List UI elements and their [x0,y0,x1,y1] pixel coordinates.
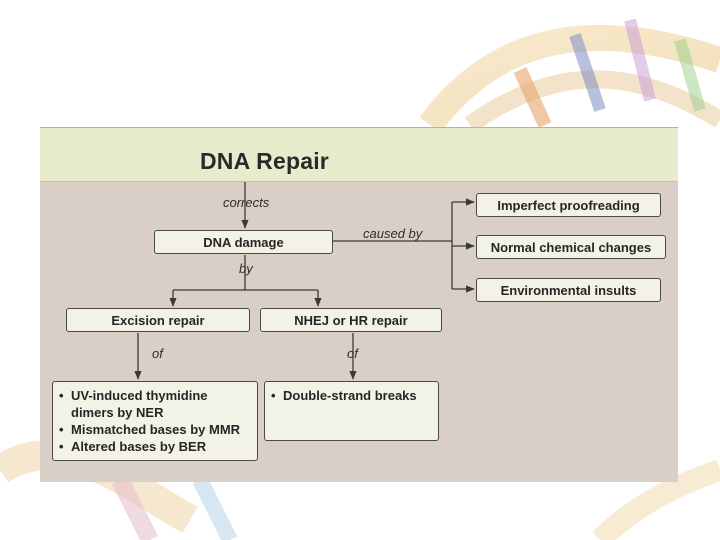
list-item: Double-strand breaks [271,387,434,404]
node-normal-chemical-changes: Normal chemical changes [476,235,666,259]
diagram-panel: DNA Repair corrects caused [40,127,678,482]
node-excision-repair: Excision repair [66,308,250,332]
node-excision-targets: UV-induced thymidine dimers by NER Misma… [52,381,258,461]
connector-lines [134,182,475,380]
node-imperfect-proofreading: Imperfect proofreading [476,193,661,217]
node-nhej-hr-repair: NHEJ or HR repair [260,308,442,332]
edge-label-corrects: corrects [223,195,270,210]
title-band [40,128,678,182]
edge-label-caused-by: caused by [363,226,423,241]
list-item: Altered bases by BER [59,438,253,455]
node-environmental-insults: Environmental insults [476,278,661,302]
edge-label-of-right: of [347,346,358,361]
list-item: UV-induced thymidine dimers by NER [59,387,253,421]
edge-label-by: by [239,261,253,276]
node-nhej-targets: Double-strand breaks [264,381,439,441]
list-item: Mismatched bases by MMR [59,421,253,438]
node-dna-damage: DNA damage [154,230,333,254]
diagram-title: DNA Repair [200,148,329,174]
edge-label-of-left: of [152,346,163,361]
